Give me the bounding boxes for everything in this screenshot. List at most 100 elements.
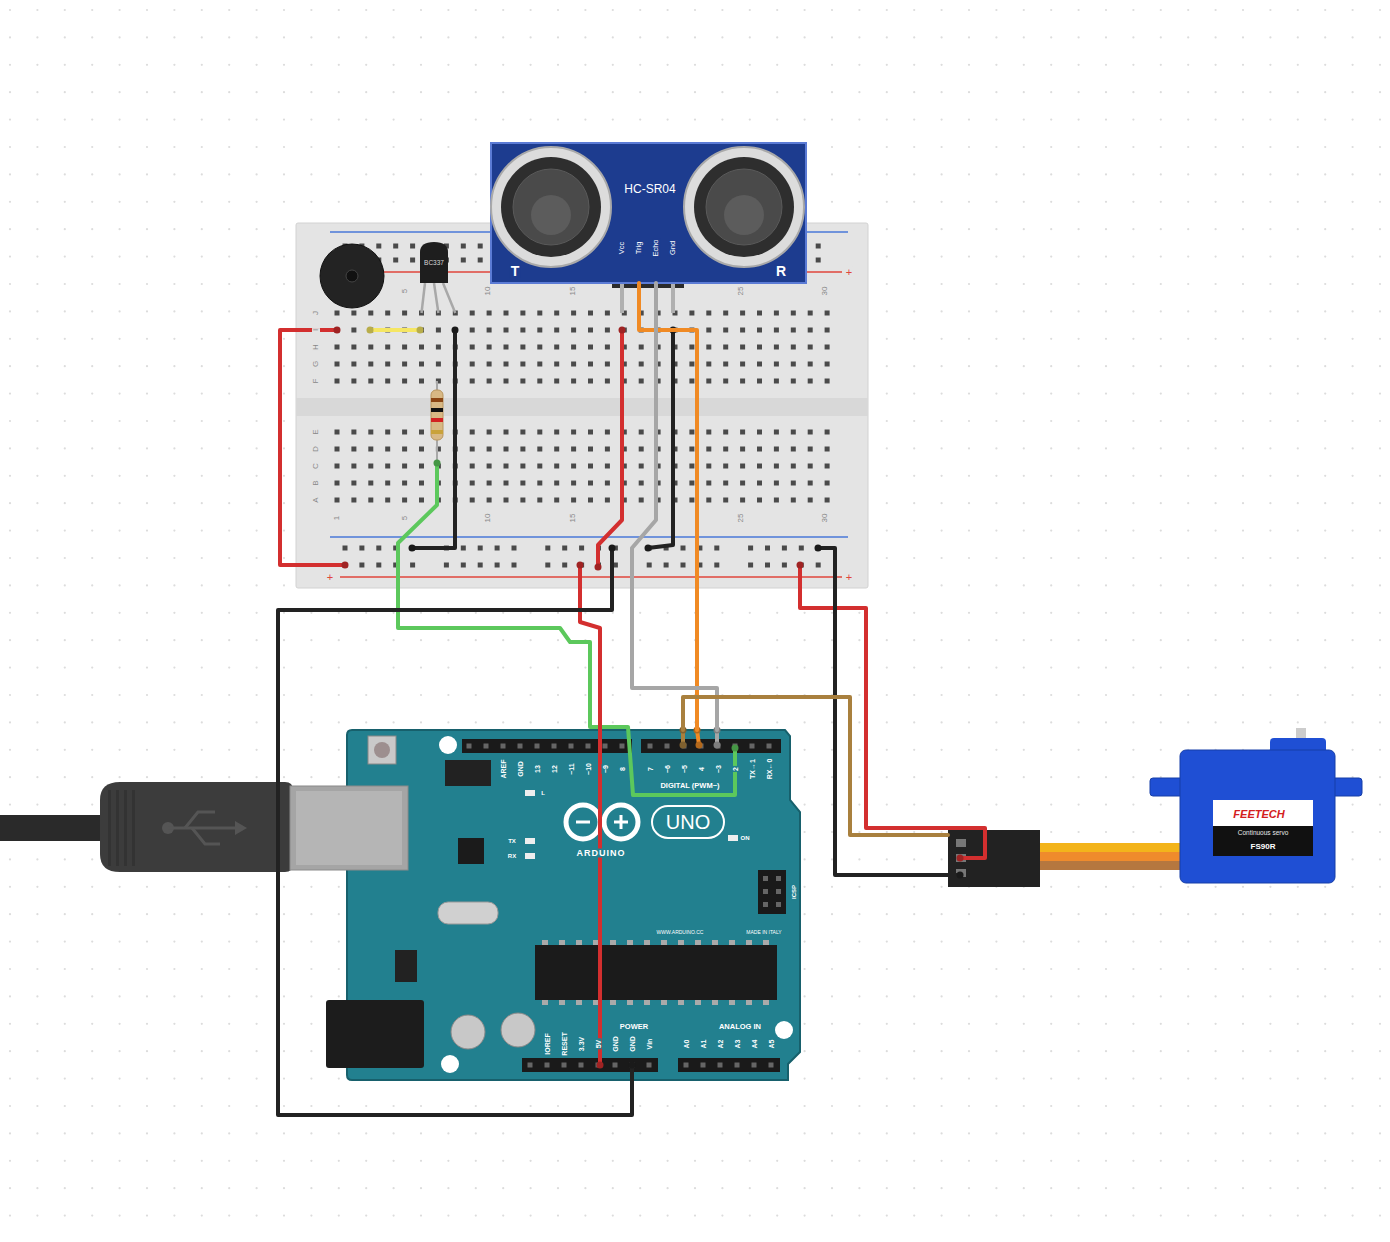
grid-dot [1105, 1105, 1107, 1107]
grid-dot [831, 1023, 833, 1025]
grid-dot [941, 831, 943, 833]
dot-grid [9, 9, 1381, 1242]
grid-dot [530, 9, 532, 11]
grid-dot [173, 886, 175, 888]
grid-dot [1160, 201, 1162, 203]
grid-dot [146, 502, 148, 504]
grid-dot [530, 36, 532, 38]
grid-dot [64, 201, 66, 203]
grid-dot [283, 968, 285, 970]
grid-dot [146, 36, 148, 38]
grid-dot [1160, 91, 1162, 93]
grid-dot [721, 119, 723, 121]
grid-dot [776, 64, 778, 66]
grid-dot [858, 749, 860, 751]
grid-dot [36, 1187, 38, 1189]
grid-dot [995, 201, 997, 203]
grid-dot [338, 694, 340, 696]
grid-dot [1187, 146, 1189, 148]
grid-dot [173, 1078, 175, 1080]
grid-dot [64, 557, 66, 559]
grid-dot [831, 91, 833, 93]
grid-dot [310, 913, 312, 915]
grid-dot [913, 338, 915, 340]
grid-dot [1105, 530, 1107, 532]
grid-dot [913, 667, 915, 669]
grid-dot [91, 173, 93, 175]
grid-dot [1132, 831, 1134, 833]
grid-dot [941, 475, 943, 477]
grid-dot [612, 1132, 614, 1134]
grid-dot [173, 64, 175, 66]
grid-dot [804, 1215, 806, 1217]
grid-dot [1160, 721, 1162, 723]
grid-dot [694, 1132, 696, 1134]
grid-dot [1078, 256, 1080, 258]
grid-dot [9, 338, 11, 340]
grid-dot [283, 1050, 285, 1052]
grid-dot [119, 995, 121, 997]
grid-dot [201, 36, 203, 38]
grid-dot [1187, 393, 1189, 395]
grid-dot [1132, 1078, 1134, 1080]
grid-dot [119, 420, 121, 422]
grid-dot [146, 173, 148, 175]
grid-dot [283, 612, 285, 614]
grid-dot [804, 913, 806, 915]
grid-dot [1105, 393, 1107, 395]
grid-dot [119, 338, 121, 340]
grid-dot [146, 1105, 148, 1107]
grid-dot [1160, 1105, 1162, 1107]
grid-dot [365, 64, 367, 66]
grid-dot [968, 1023, 970, 1025]
grid-dot [913, 1023, 915, 1025]
grid-dot [420, 667, 422, 669]
grid-dot [228, 776, 230, 778]
grid-dot [1132, 1215, 1134, 1217]
grid-dot [228, 1215, 230, 1217]
grid-dot [146, 475, 148, 477]
grid-dot [365, 201, 367, 203]
grid-dot [1023, 393, 1025, 395]
grid-dot [338, 1078, 340, 1080]
grid-dot [64, 64, 66, 66]
grid-dot [968, 776, 970, 778]
grid-dot [256, 365, 258, 367]
grid-dot [886, 420, 888, 422]
grid-dot [968, 9, 970, 11]
grid-dot [9, 1132, 11, 1134]
grid-dot [667, 1215, 669, 1217]
grid-dot [886, 941, 888, 943]
grid-dot [858, 1050, 860, 1052]
grid-dot [639, 694, 641, 696]
grid-dot [913, 91, 915, 93]
grid-dot [1132, 749, 1134, 751]
grid-dot [64, 1160, 66, 1162]
grid-dot [256, 612, 258, 614]
grid-dot [502, 694, 504, 696]
grid-dot [475, 201, 477, 203]
grid-dot [1078, 968, 1080, 970]
grid-dot [201, 420, 203, 422]
grid-dot [858, 941, 860, 943]
grid-dot [1023, 941, 1025, 943]
grid-dot [886, 146, 888, 148]
grid-dot [338, 201, 340, 203]
grid-dot [393, 612, 395, 614]
grid-dot [1187, 228, 1189, 230]
grid-dot [1132, 694, 1134, 696]
grid-dot [831, 201, 833, 203]
grid-dot [36, 64, 38, 66]
grid-dot [831, 64, 833, 66]
grid-dot [283, 365, 285, 367]
grid-dot [557, 639, 559, 641]
grid-dot [447, 639, 449, 641]
grid-dot [995, 557, 997, 559]
grid-dot [749, 9, 751, 11]
grid-dot [228, 119, 230, 121]
grid-dot [9, 694, 11, 696]
grid-dot [995, 941, 997, 943]
grid-dot [447, 1215, 449, 1217]
grid-dot [1050, 91, 1052, 93]
grid-dot [1105, 146, 1107, 148]
